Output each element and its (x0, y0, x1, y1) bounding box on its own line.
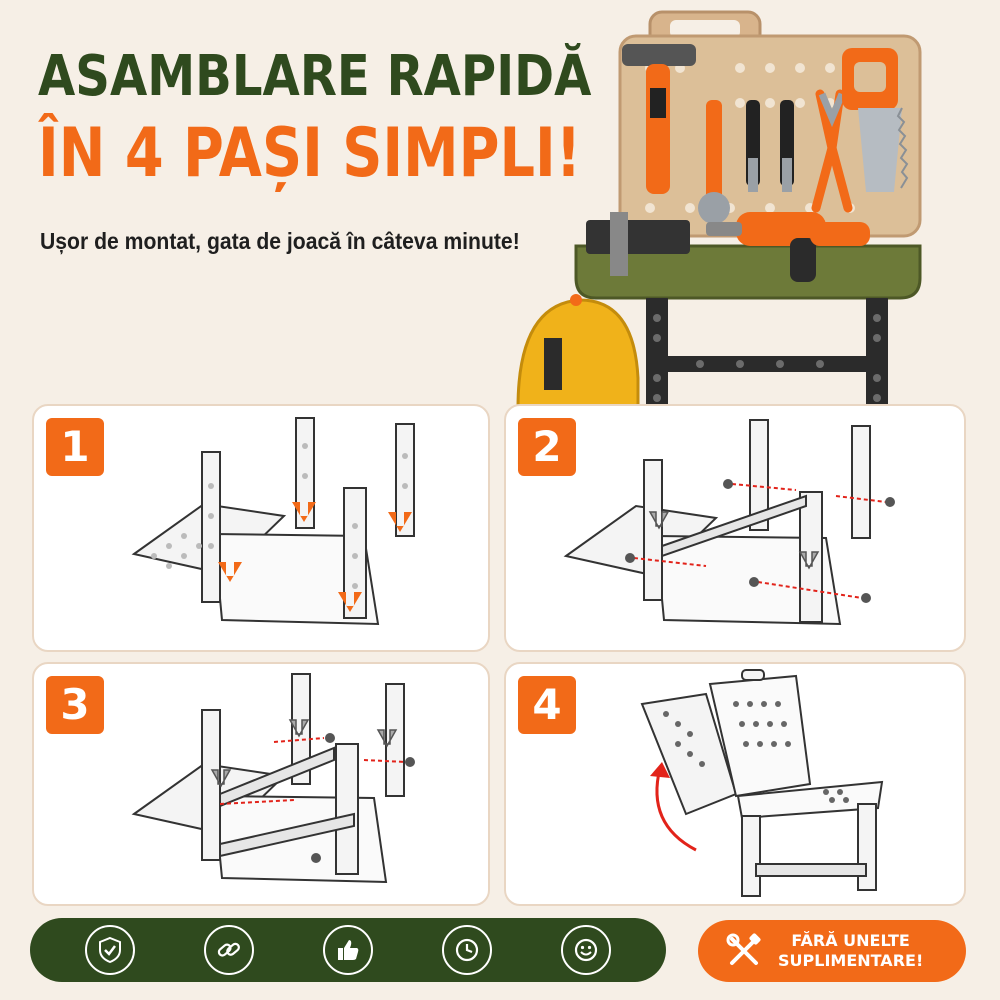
step-4-number: 4 (518, 676, 576, 734)
link-icon (203, 925, 254, 975)
headline-line-2: ÎN 4 PAȘI SIMPLI! (38, 114, 582, 193)
workbench-product-image (516, 10, 922, 408)
no-extra-tools-line-2: SUPLIMENTARE! (778, 951, 924, 970)
step-4-panel: 4 (504, 662, 966, 906)
step-1-illustration (131, 417, 415, 626)
step-3-illustration (131, 673, 415, 884)
shield-check-icon (84, 925, 135, 975)
clock-icon (442, 925, 493, 975)
thumbs-up-icon (322, 925, 373, 975)
no-extra-tools-badge: FĂRĂ UNELTE SUPLIMENTARE! (698, 920, 966, 982)
step-3-panel: 3 (32, 662, 490, 906)
step-4-illustration (640, 669, 884, 897)
step-2-illustration (563, 419, 895, 626)
headline: ASAMBLARE RAPIDĂ ÎN 4 PAȘI SIMPLI! (38, 44, 700, 194)
step-1-number: 1 (46, 418, 104, 476)
step-3-number: 3 (46, 676, 104, 734)
headline-line-1: ASAMBLARE RAPIDĂ (38, 44, 592, 109)
no-extra-tools-line-1: FĂRĂ UNELTE (791, 931, 910, 950)
step-2-number: 2 (518, 418, 576, 476)
feature-bar (30, 918, 666, 982)
no-extra-tools-text: FĂRĂ UNELTE SUPLIMENTARE! (778, 931, 923, 971)
smiley-icon (561, 925, 612, 975)
tools-crossed-icon (726, 933, 761, 965)
step-2-panel: 2 (504, 404, 966, 652)
subtitle: Ușor de montat, gata de joacă în câteva … (40, 228, 520, 254)
step-1-panel: 1 (32, 404, 490, 652)
